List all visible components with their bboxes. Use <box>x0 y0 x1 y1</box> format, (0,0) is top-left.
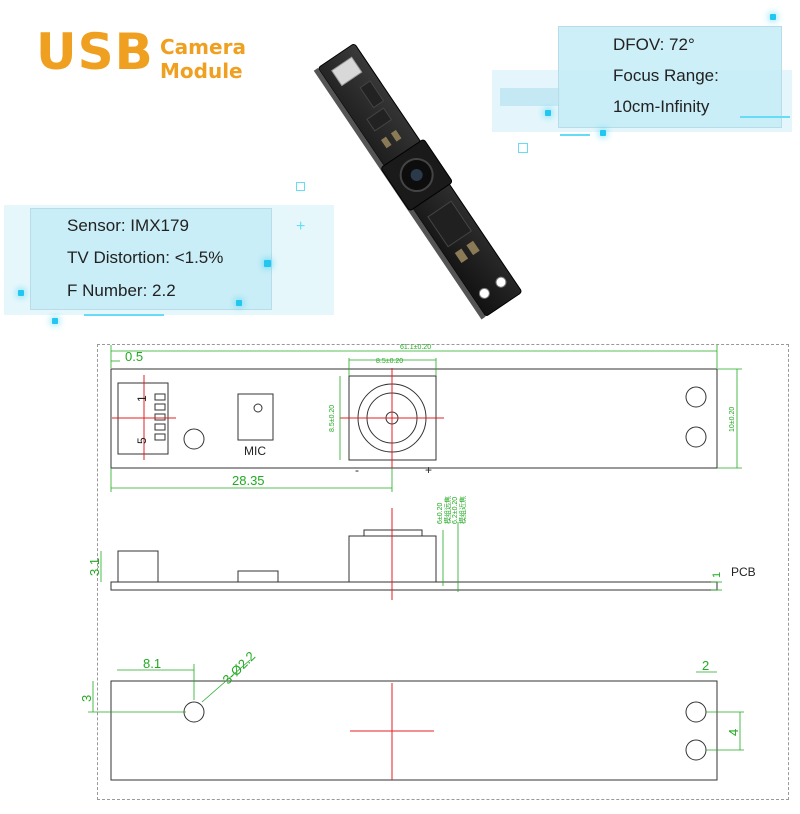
dim-hole-y: 3 <box>79 695 94 702</box>
spec-panel-right-decor-2 <box>500 88 560 106</box>
dim-total-length: 61.1±0.20 <box>400 344 431 351</box>
decor-dot <box>236 300 242 306</box>
spec-sensor: Sensor: IMX179 <box>67 216 189 235</box>
camera-module-photo <box>313 44 522 320</box>
side-connector <box>117 550 159 583</box>
bottom-view-hole <box>183 701 205 723</box>
brand-title: USB <box>36 23 154 81</box>
decor-dot <box>264 260 271 267</box>
decor-line <box>84 314 164 316</box>
dim-hole-edge: 2 <box>702 658 709 673</box>
top-view-hole <box>685 426 707 448</box>
pin-1-label: 1 <box>135 395 149 402</box>
decor-dot <box>545 110 551 116</box>
decor-line <box>740 116 790 118</box>
decor-square-icon <box>518 143 528 153</box>
subtitle-line-2: Module <box>160 59 243 83</box>
subtitle-line-1: Camera <box>160 35 246 59</box>
decor-plus-icon: + <box>296 218 306 235</box>
decor-dot <box>600 130 606 136</box>
dim-height-a: 6±0.20 <box>437 503 444 524</box>
spec-tv-distortion: TV Distortion: <1.5% <box>67 248 224 267</box>
dim-edge-offset: 0.5 <box>125 349 143 364</box>
mic-label: MIC <box>244 444 266 458</box>
dim-note-a: 模组远焦 <box>443 496 452 524</box>
mic-outline <box>237 393 274 441</box>
spec-focus-range-value: 10cm-Infinity <box>613 97 710 116</box>
dim-board-height: 10±0.20 <box>729 407 736 432</box>
top-view-hole <box>685 386 707 408</box>
plus-label: + <box>425 463 432 477</box>
dim-pcb-thickness: 1 <box>711 572 723 578</box>
drawing-frame <box>97 344 789 800</box>
decor-dot <box>770 14 776 20</box>
dim-hole-spacing: 4 <box>726 729 741 736</box>
bottom-view-board <box>110 680 718 781</box>
top-view-hole <box>183 428 205 450</box>
dim-height-b: 6.2±0.20 <box>452 497 459 524</box>
dim-lens-offset: 28.35 <box>232 473 265 488</box>
top-view-board <box>110 368 718 469</box>
spec-dfov: DFOV: 72° <box>613 35 695 54</box>
side-view-pcb <box>110 581 718 591</box>
bottom-view-hole <box>685 701 707 723</box>
pin-5-label: 5 <box>135 437 149 444</box>
dim-hole-x: 8.1 <box>143 656 161 671</box>
spec-panel-right: DFOV: 72° Focus Range: 10cm-Infinity <box>558 26 782 128</box>
spec-f-number: F Number: 2.2 <box>67 281 176 300</box>
decor-dot <box>18 290 24 296</box>
dim-lens-width: 8.5±0.20 <box>376 358 403 365</box>
dim-connector-height: 3.1 <box>87 558 102 576</box>
dim-note-b: 模组近焦 <box>458 496 467 524</box>
minus-label: - <box>355 463 359 477</box>
side-mic <box>237 570 279 583</box>
decor-square-icon <box>296 182 305 191</box>
bottom-view-hole <box>685 739 707 761</box>
brand-subtitle: Camera Module <box>160 35 246 83</box>
spec-focus-range-label: Focus Range: <box>613 66 719 85</box>
pcb-label: PCB <box>731 565 756 579</box>
decor-dot <box>52 318 58 324</box>
dim-lens-height: 8.5±0.20 <box>329 405 336 432</box>
spec-panel-left: Sensor: IMX179 TV Distortion: <1.5% F Nu… <box>30 208 272 310</box>
decor-line <box>560 134 590 136</box>
